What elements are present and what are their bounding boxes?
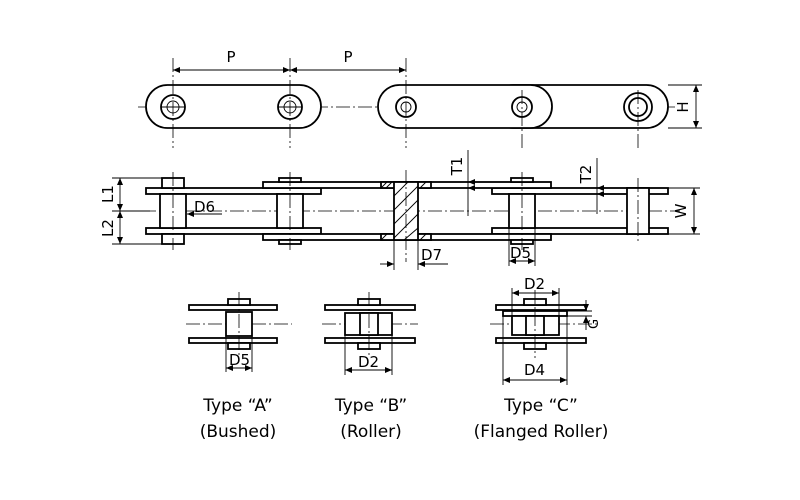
d6-label: D6 (194, 198, 215, 216)
pitch-label: P (226, 48, 235, 66)
width-label: W (672, 203, 690, 218)
type-c-flanged-roller: D2 G D4 (490, 275, 602, 385)
type-a-desc: (Bushed) (200, 422, 277, 442)
type-a-d5-label: D5 (229, 351, 250, 369)
type-c-d2-label: D2 (524, 275, 545, 293)
type-c-name: Type “C” (503, 396, 578, 416)
inner-link-plate (145, 84, 322, 129)
l2-label: L2 (99, 219, 117, 237)
type-c-d4-label: D4 (524, 361, 545, 379)
type-b-desc: (Roller) (340, 422, 402, 442)
type-c-desc: (Flanged Roller) (474, 422, 609, 442)
type-a-bushed: D5 (186, 292, 292, 372)
d5-label: D5 (510, 244, 531, 262)
type-b-d2-label: D2 (358, 353, 379, 371)
t1-label: T1 (448, 157, 466, 177)
t2-label: T2 (577, 165, 595, 185)
l1-label: L1 (99, 185, 117, 203)
height-label: H (674, 101, 692, 112)
type-c-g-label: G (587, 319, 602, 329)
type-b-name: Type “B” (334, 396, 407, 416)
pitch-label: P (343, 48, 352, 66)
type-b-roller: D2 (322, 292, 418, 375)
type-a-name: Type “A” (202, 396, 272, 416)
outer-link-plate (377, 84, 553, 129)
chain-top-view: P P H (138, 48, 702, 148)
pin-section (380, 170, 432, 262)
chain-side-view: L1 L2 D6 T1 T2 W D7 D5 (99, 150, 700, 270)
d7-label: D7 (421, 246, 442, 264)
